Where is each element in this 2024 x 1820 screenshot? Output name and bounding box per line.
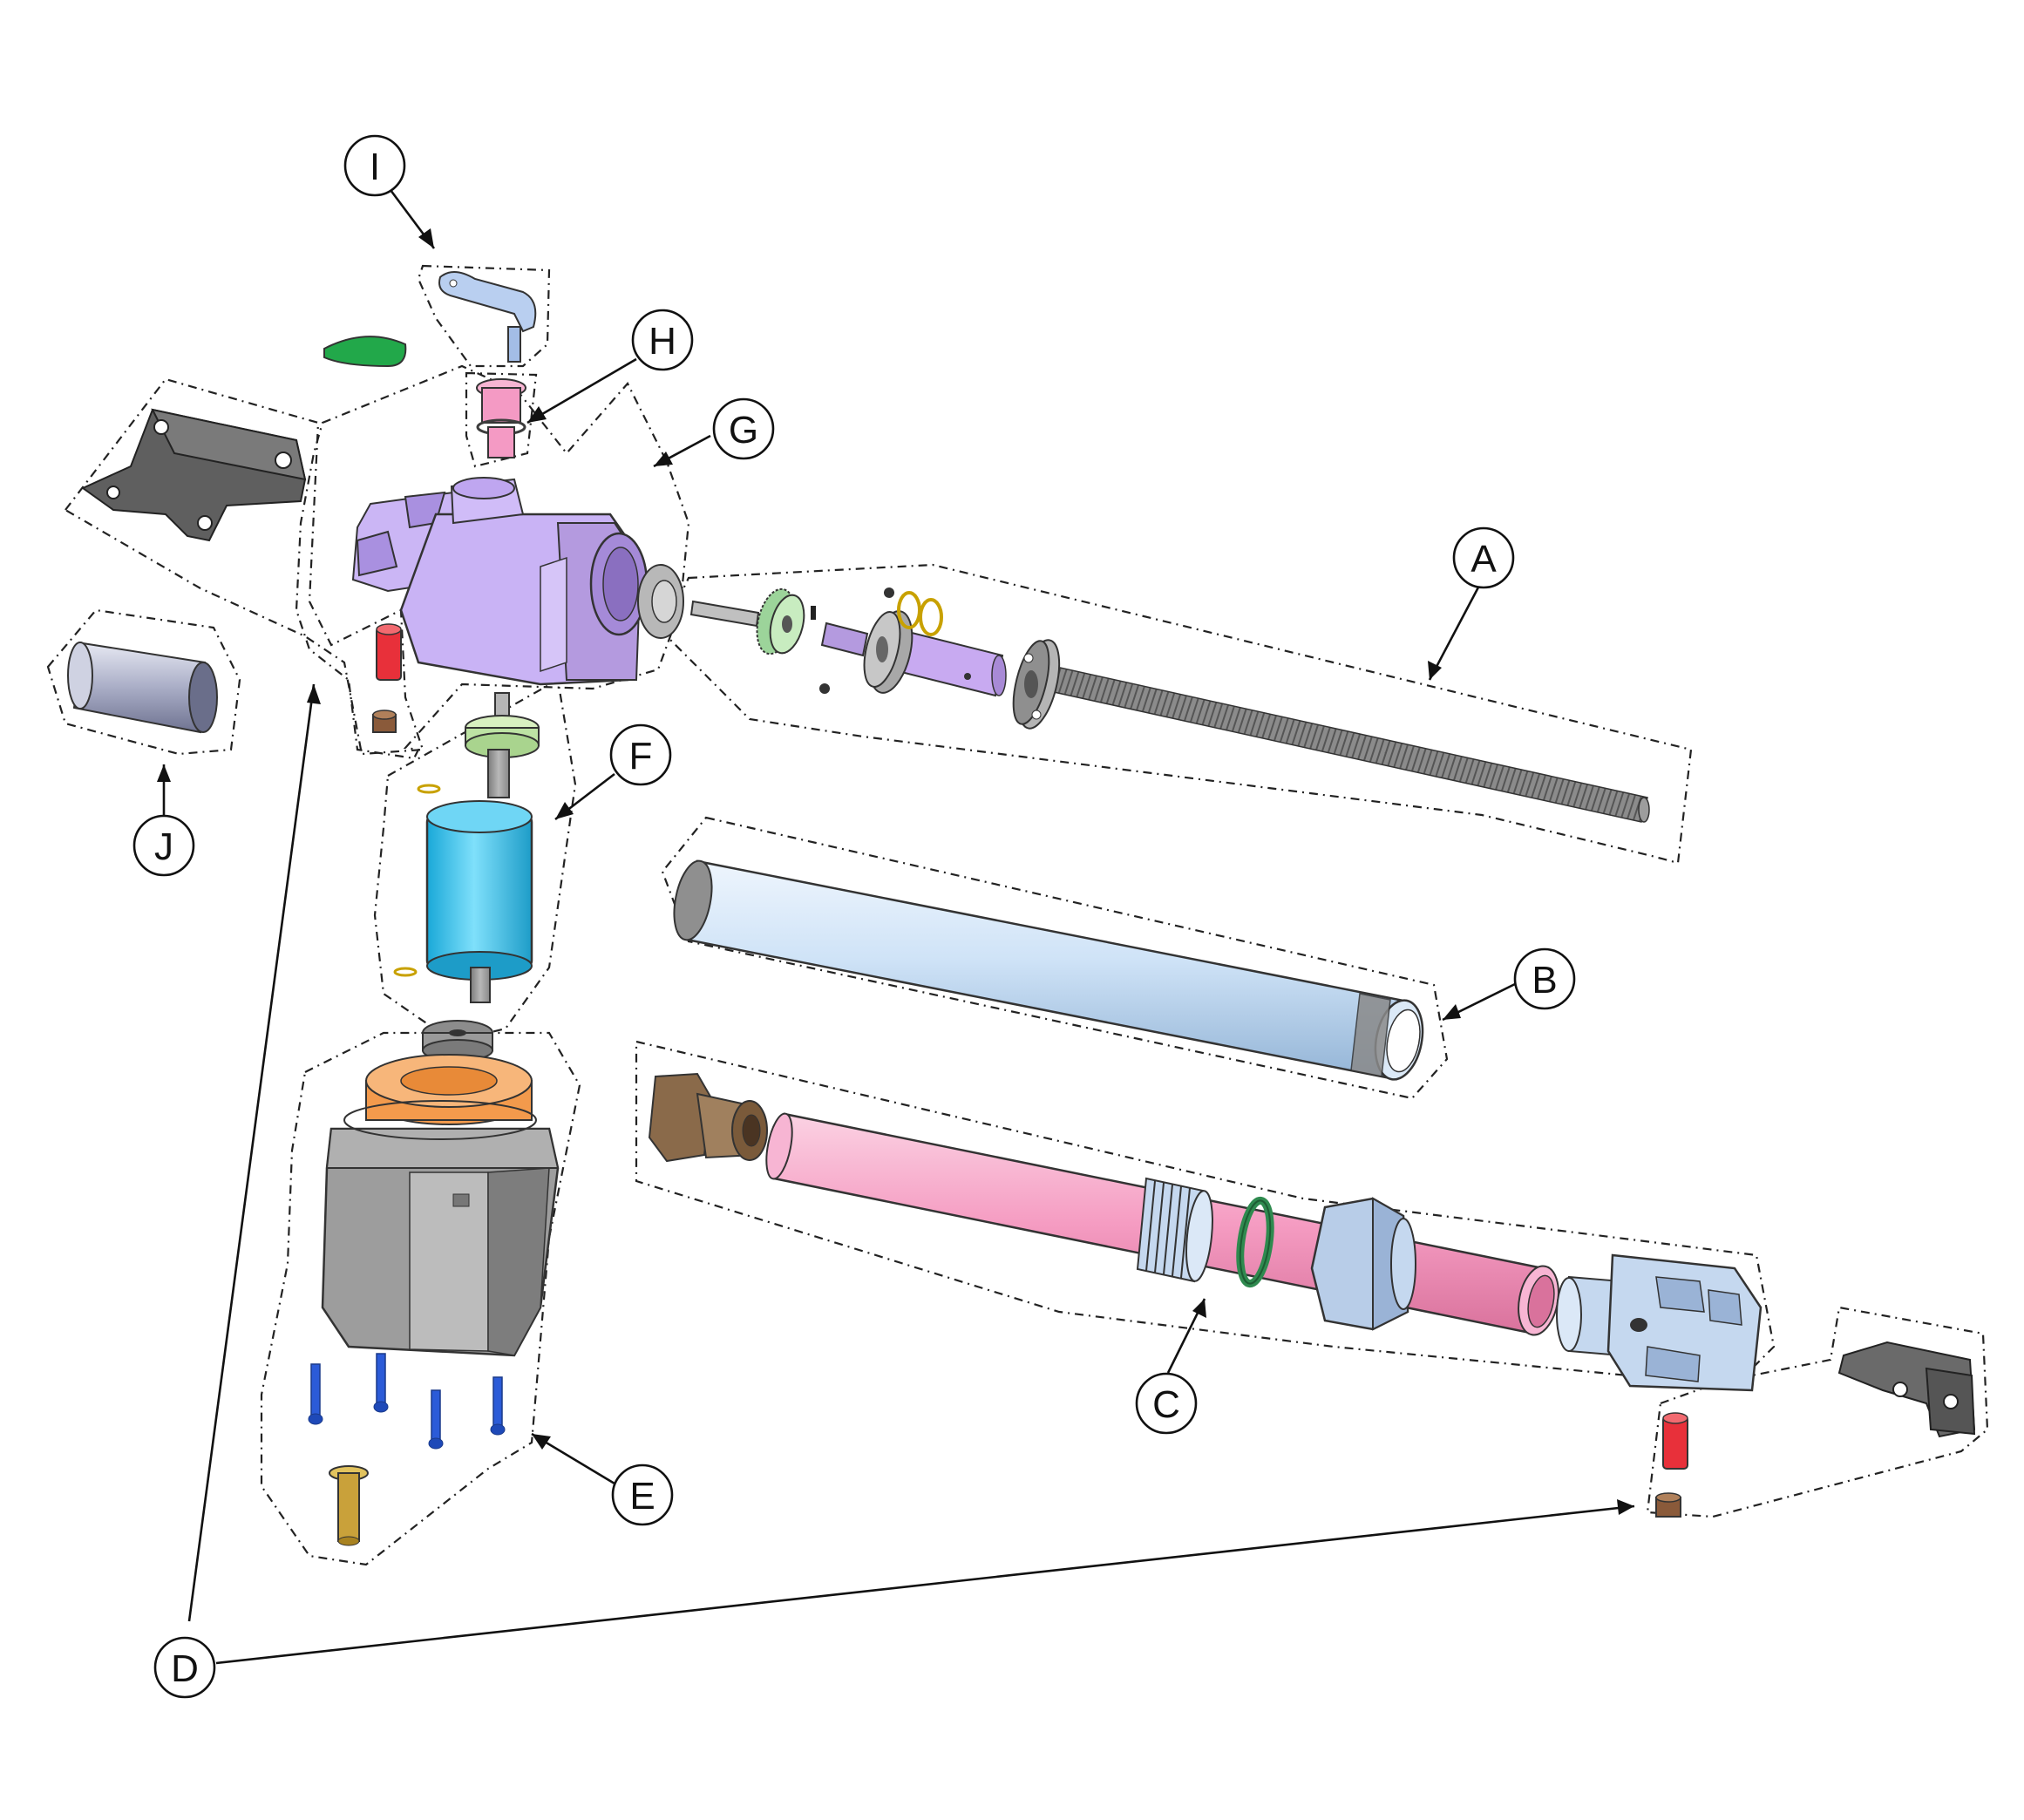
group-outline-e	[260, 1031, 581, 1566]
spur-gear	[756, 587, 805, 655]
release-plunger	[476, 378, 526, 458]
bolt-gold	[329, 1465, 369, 1546]
bolt-blue	[373, 1353, 389, 1413]
svg-text:H: H	[649, 320, 676, 363]
magnet-cylinder	[67, 642, 218, 734]
callout-g: G	[712, 397, 775, 460]
callout-j: J	[132, 814, 195, 877]
svg-text:D: D	[171, 1647, 199, 1690]
callout-i: I	[343, 134, 406, 197]
group-outline-i	[417, 264, 551, 368]
motor-assembly	[393, 692, 540, 1062]
rear-end-cap	[648, 1072, 768, 1163]
group-outline-b	[661, 816, 1449, 1100]
gearbox-base	[321, 1054, 560, 1357]
group-outline-d-right	[1646, 1306, 1989, 1518]
inner-tube-assembly	[648, 1072, 1763, 1392]
leadscrew-assembly	[689, 587, 1650, 823]
pivot-pin-left	[376, 623, 402, 681]
leader-a	[1428, 583, 1482, 681]
leader-lines	[157, 189, 1635, 1665]
motor-coupler	[465, 715, 540, 758]
bolt-blue	[428, 1389, 444, 1450]
leader-d-left	[187, 683, 316, 1622]
group-outline-j	[46, 608, 241, 756]
svg-text:G: G	[729, 409, 758, 452]
callout-c: C	[1135, 1372, 1198, 1435]
svg-text:J: J	[154, 825, 173, 868]
screw-coupling	[820, 621, 869, 657]
mount-bracket-right	[1837, 1341, 1976, 1438]
svg-text:C: C	[1152, 1383, 1180, 1426]
leadscrew-rod	[1022, 660, 1650, 823]
group-outline-g	[295, 364, 690, 760]
front-clevis-nut	[1556, 1253, 1763, 1392]
ball-bearing	[884, 587, 894, 598]
group-outline-mount-bracket	[64, 377, 424, 756]
svg-text:F: F	[629, 735, 653, 778]
outer-tube	[673, 859, 1424, 1081]
mount-bracket-left	[81, 408, 307, 542]
leader-d-right	[215, 1504, 1635, 1665]
mounting-bolts	[308, 1353, 506, 1450]
motor-can	[425, 800, 533, 981]
leader-h	[526, 357, 637, 424]
green-seal	[323, 336, 407, 368]
hex-nut	[1310, 1197, 1416, 1331]
bushing-right	[1655, 1492, 1681, 1518]
gearbox-orange-cap	[343, 1054, 537, 1140]
group-outline-a	[661, 563, 1693, 865]
svg-text:E: E	[629, 1475, 655, 1518]
bolt-blue	[490, 1376, 506, 1436]
shaft-key	[811, 606, 816, 620]
knurled-collar	[1136, 1177, 1213, 1283]
gear-housing	[351, 477, 684, 686]
callout-a: A	[1452, 526, 1515, 589]
screw-bearing	[863, 610, 914, 694]
group-outline-h	[465, 371, 538, 468]
input-shaft	[689, 600, 760, 628]
manual-handle	[438, 271, 537, 363]
spring-clips	[897, 591, 943, 636]
pivot-pin-right	[1662, 1412, 1688, 1470]
flange-nut	[1012, 639, 1061, 730]
callout-b: B	[1513, 947, 1576, 1010]
green-oring	[1236, 1196, 1274, 1288]
callout-e: E	[611, 1463, 674, 1526]
bolt-blue	[308, 1363, 323, 1425]
svg-text:B: B	[1532, 959, 1557, 1002]
ball-bearing-2	[819, 683, 830, 694]
callout-d: D	[153, 1636, 216, 1699]
svg-text:A: A	[1470, 538, 1497, 581]
callout-f: F	[609, 723, 672, 786]
bushing-left	[372, 710, 397, 733]
svg-text:I: I	[370, 146, 380, 188]
callout-h: H	[631, 309, 694, 371]
